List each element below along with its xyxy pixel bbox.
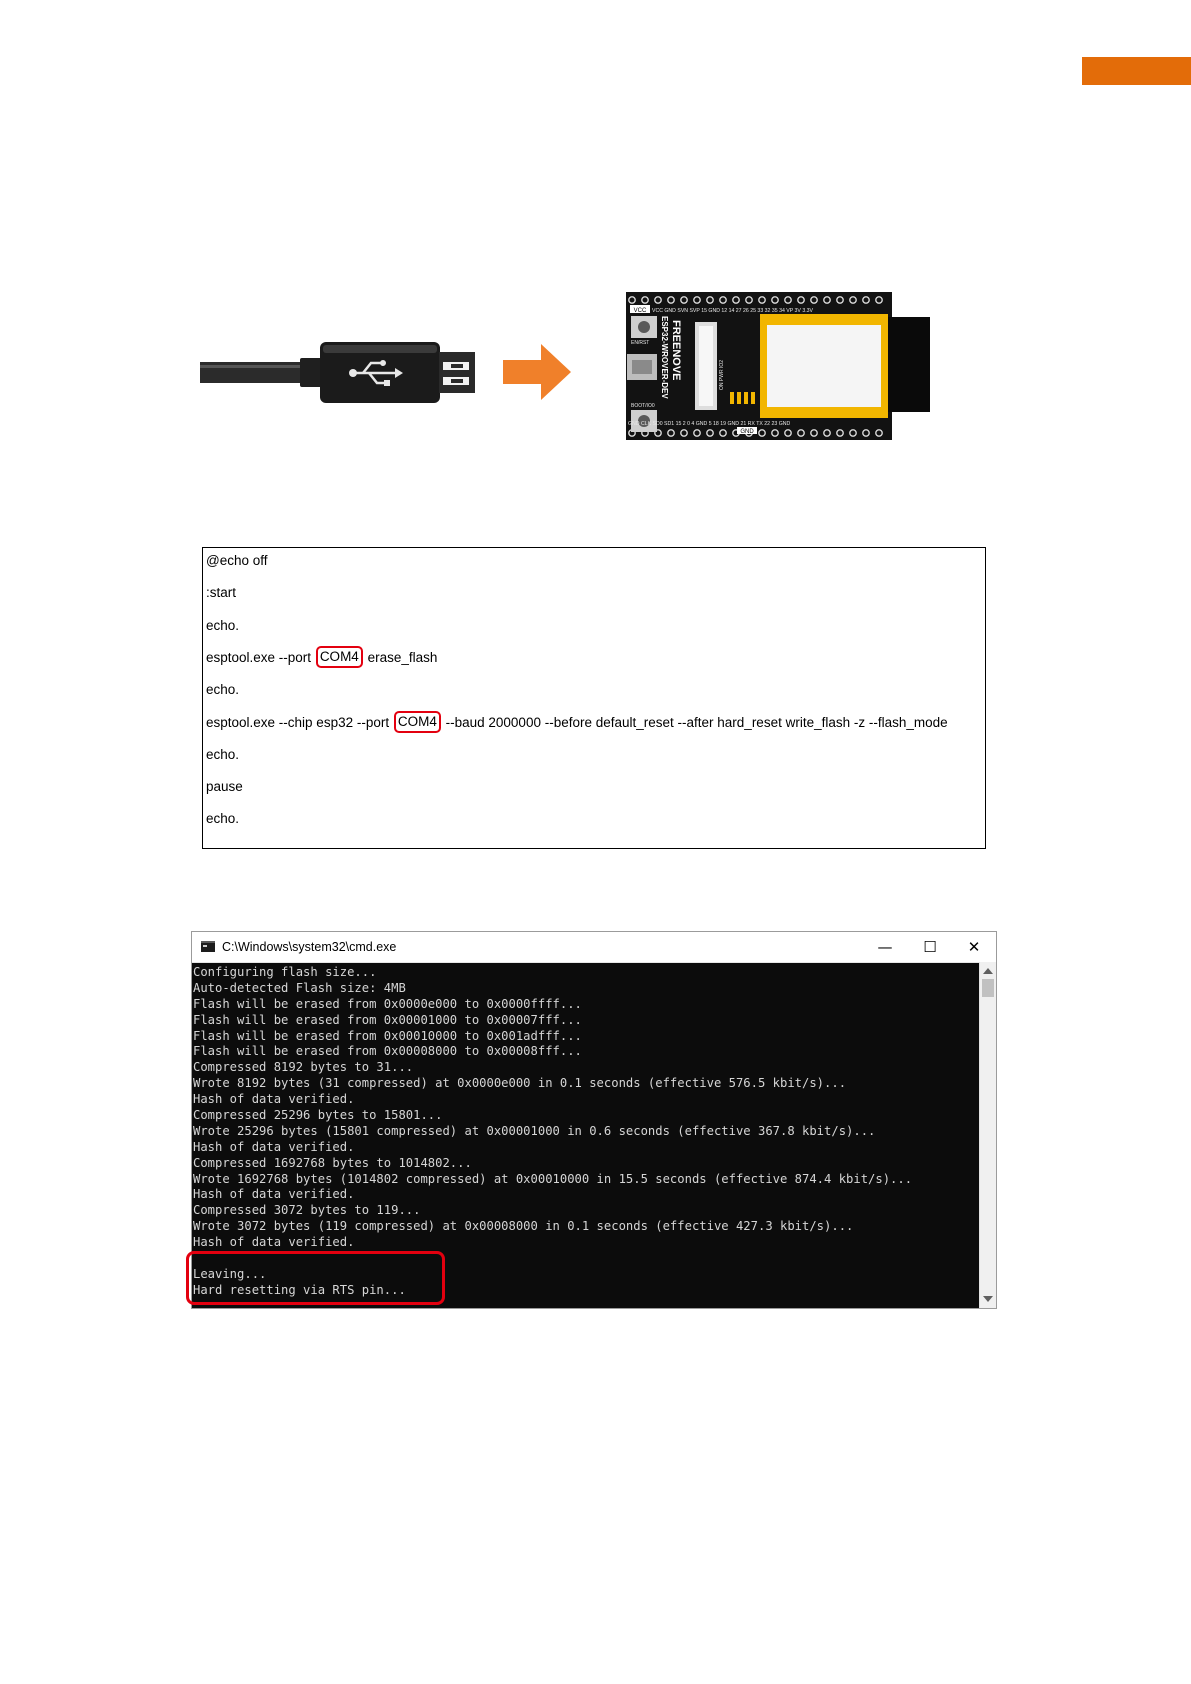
com-port-highlight: COM4: [315, 645, 363, 668]
script-text: echo.: [206, 617, 240, 633]
cmd-window-title: C:\Windows\system32\cmd.exe: [222, 940, 397, 954]
board-top-pin-labels: VCC GND SVN SVP 15 GND 12 14 27 26 25 33…: [652, 308, 814, 314]
script-text: echo.: [206, 682, 240, 698]
script-line: esptool.exe --port COM4 erase_flash: [206, 645, 438, 669]
cmd-output-line: Wrote 3072 bytes (119 compressed) at 0x0…: [193, 1219, 854, 1234]
script-line: :start: [206, 582, 236, 604]
script-text: echo.: [206, 811, 240, 827]
board-gnd-label: GND: [740, 429, 754, 435]
scroll-down-arrow-icon[interactable]: [983, 1296, 993, 1302]
vertical-scrollbar[interactable]: [979, 962, 996, 1308]
cmd-output-line: Compressed 3072 bytes to 119...: [193, 1203, 421, 1218]
scroll-thumb[interactable]: [982, 979, 994, 997]
cmd-window: C:\Windows\system32\cmd.exe — ☐ ✕ Config…: [191, 931, 997, 1309]
cmd-output-line: Hash of data verified.: [193, 1139, 355, 1154]
cmd-output-line: Compressed 25296 bytes to 15801...: [193, 1108, 443, 1123]
cmd-output-line: Auto-detected Flash size: 4MB: [193, 980, 406, 995]
board-boot-button-label: BOOT/IO0: [631, 403, 655, 409]
board-led-labels: ON PWR IO2: [719, 360, 725, 390]
script-text: @echo off: [206, 553, 268, 568]
script-line: esptool.exe --chip esp32 --port COM4 --b…: [206, 710, 948, 734]
right-arrow-icon: [503, 344, 571, 400]
header-tab: [1082, 57, 1191, 85]
scroll-up-arrow-icon[interactable]: [983, 968, 993, 974]
micro-usb-cable: [200, 342, 475, 403]
cmd-output-line: Compressed 1692768 bytes to 1014802...: [193, 1155, 472, 1170]
script-line: echo.: [206, 744, 239, 766]
cmd-output-line: Compressed 8192 bytes to 31...: [193, 1060, 414, 1075]
cmd-output-line: Wrote 8192 bytes (31 compressed) at 0x00…: [193, 1076, 847, 1091]
board-brand: FREENOVE: [670, 320, 682, 381]
cmd-output-line: Hash of data verified.: [193, 1187, 355, 1202]
maximize-button[interactable]: ☐: [923, 938, 937, 956]
cmd-output-line: Wrote 1692768 bytes (1014802 compressed)…: [193, 1171, 913, 1186]
script-text: erase_flash: [363, 649, 438, 665]
script-text: esptool.exe --port: [206, 649, 315, 665]
board-bottom-pin-labels: GND CLK SD0 SD1 15 2 0 4 GND 5 18 19 GND…: [628, 421, 790, 427]
board-en-button-label: EN/RST: [631, 340, 649, 346]
com-port-highlight: COM4: [393, 710, 441, 733]
script-line: @echo off: [206, 550, 268, 572]
script-text: echo.: [206, 746, 240, 762]
cmd-output-line: Hash of data verified.: [193, 1092, 355, 1107]
usb-symbol-icon: [349, 360, 403, 386]
cmd-titlebar: C:\Windows\system32\cmd.exe — ☐ ✕: [192, 932, 996, 963]
cmd-output-line: Wrote 25296 bytes (15801 compressed) at …: [193, 1123, 876, 1138]
output-highlight-box: [186, 1251, 445, 1305]
board-model: ESP32-WROVER-DEV: [660, 316, 669, 399]
script-line: pause: [206, 776, 243, 798]
esp32-wrover-board: VCC GND VCC GND SVN SVP 15 GND 12 14 27 …: [626, 292, 930, 440]
cmd-output-line: Flash will be erased from 0x00010000 to …: [193, 1028, 582, 1043]
script-line: echo.: [206, 808, 239, 830]
cmd-output-line: Hard resetting via RTS pin...: [193, 1282, 406, 1297]
script-text: :start: [206, 585, 237, 601]
cmd-output-line: Flash will be erased from 0x00001000 to …: [193, 1012, 582, 1027]
usb-to-board-illustration: VCC GND VCC GND SVN SVP 15 GND 12 14 27 …: [200, 292, 930, 440]
script-line: echo.: [206, 615, 239, 637]
close-button[interactable]: ✕: [967, 938, 981, 956]
batch-script-box: @echo off :start echo. esptool.exe --port C…: [202, 547, 986, 849]
board-vcc-label: VCC: [634, 308, 647, 314]
cmd-output-line: Flash will be erased from 0x0000e000 to …: [193, 996, 582, 1011]
script-line: echo.: [206, 679, 239, 701]
script-text: esptool.exe --chip esp32 --port: [206, 714, 393, 730]
cmd-output-line: Leaving...: [193, 1266, 267, 1281]
minimize-button[interactable]: —: [877, 938, 893, 956]
script-text: --baud 2000000 --before default_reset --…: [441, 714, 948, 730]
cmd-output-line: Hash of data verified.: [193, 1235, 355, 1250]
cmd-output-line: Configuring flash size...: [193, 965, 377, 979]
cmd-output: Configuring flash size...Auto-detected F…: [193, 965, 983, 1299]
console-icon: [201, 941, 215, 952]
script-text: pause: [206, 779, 243, 795]
cmd-output-line: Flash will be erased from 0x00008000 to …: [193, 1044, 582, 1059]
